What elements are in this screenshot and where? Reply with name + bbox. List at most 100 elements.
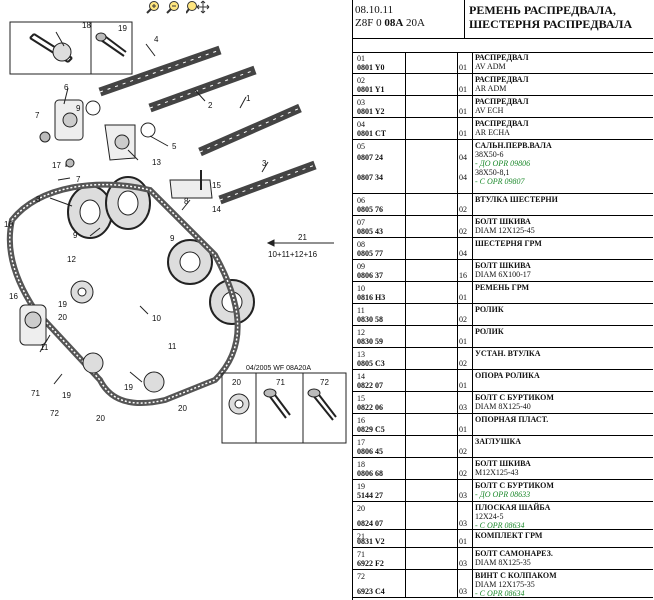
qty-cell [457,74,473,95]
inset-label-71: 71 [276,378,285,387]
callout-6: 6 [64,83,69,92]
callout-11b: 11 [168,342,177,351]
parts-header: 08.10.11 Z8F 0 08A 20A РЕМЕНЬ РАСПРЕДВАЛ… [353,0,653,39]
part-name: УСТАН. ВТУЛКА [475,349,541,358]
part-spec: AR ECHA [475,128,510,137]
callout-15: 15 [212,181,221,190]
callout-19-inset: 19 [118,24,127,33]
quantity-alt: 04 [459,173,467,182]
part-name: БОЛТ ШКИВА [475,459,531,468]
engine-code: Z8F 0 [355,17,385,29]
parts-list-panel: 08.10.11 Z8F 0 08A 20A РЕМЕНЬ РАСПРЕДВАЛ… [352,0,654,600]
callout-5: 5 [172,142,177,151]
quantity: 01 [459,85,467,94]
quantity: 02 [459,469,467,478]
row-position: 13 [357,350,365,359]
qty-cell [457,304,473,325]
pos-cell [353,458,406,479]
pos-cell [353,530,406,547]
part-number: 5144 27 [357,491,383,500]
callout-12: 12 [67,255,76,264]
quantity: 01 [459,381,467,390]
part-spec: 38X50-6 [475,150,504,159]
part-number: 0830 58 [357,315,383,324]
part-number: 0801 Y0 [357,63,385,72]
part-spec: AR ADM [475,84,507,93]
row-position: 04 [357,120,365,129]
quantity: 02 [459,227,467,236]
callout-9b: 9 [73,231,78,240]
pos-cell [353,260,406,281]
part-spec: DIAM 12X125-45 [475,226,535,235]
part-name: РАСПРЕДВАЛ [475,119,529,128]
zoom-in-icon[interactable] [146,0,160,14]
part-number: 0822 07 [357,381,383,390]
part-number: 0801 Y2 [357,107,385,116]
header-spacer [353,38,653,53]
quantity: 01 [459,107,467,116]
diagram-stamp: 04/2005 WF 08A20A [246,365,311,372]
quantity: 01 [459,293,467,302]
part-name: ОПОРА РОЛИКА [475,371,540,380]
row-position: 17 [357,438,365,447]
quantity: 16 [459,271,467,280]
pos-cell [353,216,406,237]
pos-cell [353,414,406,435]
quantity: 02 [459,359,467,368]
quantity: 03 [459,491,467,500]
part-description: ШЕСТЕРНЯ ГРМ [475,239,651,248]
pos-cell [353,74,406,95]
callout-8: 8 [36,195,41,204]
callout-9: 9 [76,104,81,113]
callout-18: 18 [82,21,91,30]
part-number: 0805 76 [357,205,383,214]
callout-13: 13 [152,158,161,167]
part-name: ПЛОСКАЯ ШАЙБА [475,503,551,512]
part-number: 0824 07 [357,519,383,528]
part-number: 0806 37 [357,271,383,280]
callout-2: 2 [208,101,213,110]
zoom-out-icon[interactable] [166,0,180,14]
part-number: 0831 V2 [357,537,385,546]
callout-1: 1 [246,94,251,103]
row-position: 16 [357,416,365,425]
part-name: БОЛТ ШКИВА [475,261,531,270]
part-description: ЗАГЛУШКА [475,437,651,446]
qty-cell [457,348,473,369]
pan-icon[interactable] [186,0,210,14]
part-spec: DIAM 12X175-35 [475,580,535,589]
callout-7: 7 [35,111,40,120]
part-number: 0830 59 [357,337,383,346]
part-description: РОЛИК [475,305,651,314]
part-spec: DIAM 6X100-17 [475,270,531,279]
inset-label-72: 72 [320,378,329,387]
row-position: 21 [357,532,365,541]
